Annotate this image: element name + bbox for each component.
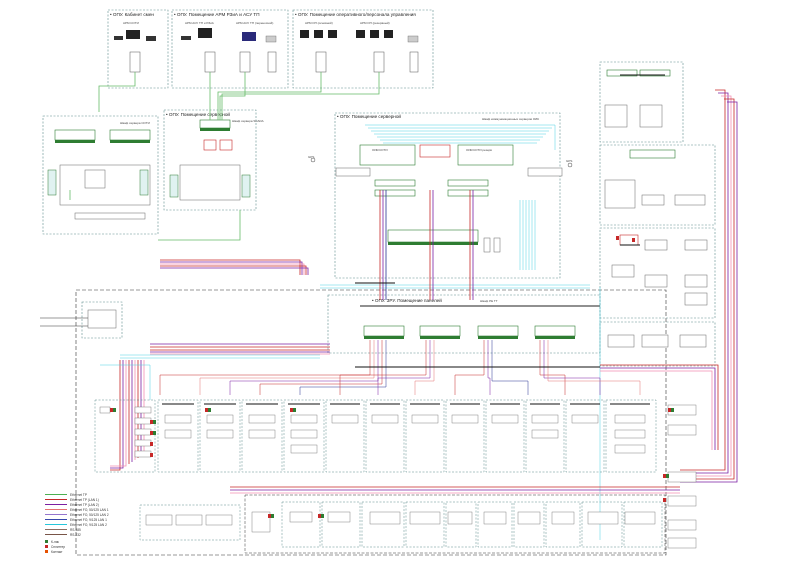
fanout-links — [100, 340, 641, 400]
legend-line-swatch — [45, 499, 67, 500]
zone-top-3: • ОПУ. Помещение оперативного/персонала … — [292, 9, 434, 89]
legend-item: Ethernet TP (LAN 1) — [45, 497, 155, 502]
markers — [110, 236, 674, 518]
server-backup-label: ОИК/СОТИ резерв — [466, 148, 492, 152]
left-cabinet-title: Шкаф сервера СОТИ — [120, 121, 150, 125]
zone-top-2: • ОПУ. Помещение АРМ РЗиА и АСУ ТП АРМ А… — [171, 9, 289, 89]
gps-antenna-icon — [567, 162, 573, 168]
legend-item: Ethernet TP (LAN 2) — [45, 502, 155, 507]
bottom-row-2 — [139, 494, 666, 554]
zru-title: Шкаф РЕ ТТ — [480, 299, 498, 303]
legend-line-swatch — [45, 504, 67, 505]
mid-cabinet-title: Шкаф сервера SCADA — [232, 119, 264, 123]
legend-line-swatch — [45, 514, 67, 515]
server-room-header: • ОПУ. Помещение серверной — [337, 113, 401, 119]
server-room-title: Шкаф коммуникационных серверов ОИК — [482, 117, 539, 121]
legend-marker: Контакт — [45, 549, 155, 554]
right-column — [599, 61, 716, 367]
legend-item-label: RS-232 — [70, 532, 81, 537]
legend-line-swatch — [45, 529, 67, 530]
bus-bars — [355, 74, 665, 368]
server-room: • ОПУ. Помещение серверной Шкаф коммуник… — [308, 112, 573, 279]
legend-line-swatch — [45, 524, 67, 525]
legend-item: Ethernet FO, 9/125 LAN 1 — [45, 517, 155, 522]
server-main-label: ОИК/СОТИ — [372, 148, 388, 152]
zru-panel: • ОПУ. ЗРУ. Помещение панелей Шкаф РЕ ТТ — [327, 294, 601, 354]
legend-item-label: Ethernet TP — [70, 492, 87, 497]
legend-marker: Сплиттер — [45, 544, 155, 549]
legend-line-swatch — [45, 519, 67, 520]
legend-marker-swatch — [45, 540, 48, 543]
legend-item-label: Ethernet FO, 50/125 LAN 1 — [70, 507, 109, 512]
zone-top-2-header: • ОПУ. Помещение АРМ РЗиА и АСУ ТП — [174, 12, 260, 17]
mid-cabinet: • ОПУ. Помещение серверной Шкаф сервера … — [163, 109, 264, 211]
left-switch — [40, 301, 123, 339]
zone-top-3-device2: АРМ ОП (резервный) — [360, 21, 390, 25]
zone-top-2-device1: АРМ АСУ ТП и РЗиА — [185, 21, 214, 25]
legend-item: Ethernet FO, 50/125 LAN 1 — [45, 507, 155, 512]
zru-header: • ОПУ. ЗРУ. Помещение панелей — [372, 297, 442, 303]
legend-item: Ethernet TP — [45, 492, 155, 497]
mid-cabinet-header: • ОПУ. Помещение серверной — [166, 111, 230, 117]
legend-marker: К-лик — [45, 539, 155, 544]
legend-item: Ethernet FO, 9/125 LAN 2 — [45, 522, 155, 527]
legend-item-label: Ethernet FO, 9/125 LAN 2 — [70, 522, 107, 527]
legend-marker-label: К-лик — [51, 539, 59, 544]
tp-links — [69, 72, 380, 241]
legend-line-swatch — [45, 494, 67, 495]
outer-frame — [75, 289, 667, 556]
fo-links-cyan — [120, 124, 601, 540]
gps-right-label: GPS — [566, 159, 572, 163]
legend-item-label: Ethernet FO, 50/125 LAN 2 — [70, 512, 109, 517]
gps-antenna-icon — [310, 157, 316, 163]
gps-left-label: GPS — [308, 155, 314, 159]
legend-line-swatch — [45, 534, 67, 535]
legend-marker-swatch — [45, 550, 48, 553]
zone-top-3-device1: АРМ ОП (основной) — [305, 21, 333, 25]
legend-item: RS-485 — [45, 527, 155, 532]
zone-top-1-header: • ОПУ. Кабинет смен — [110, 12, 154, 17]
legend-item: RS-232 — [45, 532, 155, 537]
zone-top-1: • ОПУ. Кабинет смен АРМ СОТИ — [107, 9, 169, 89]
legend-item-label: Ethernet FO, 9/125 LAN 1 — [70, 517, 107, 522]
legend-marker-swatch — [45, 545, 48, 548]
legend-item-label: RS-485 — [70, 527, 81, 532]
legend-item: Ethernet FO, 50/125 LAN 2 — [45, 512, 155, 517]
bottom-row-1 — [94, 399, 657, 473]
lan-bundles — [110, 89, 738, 494]
left-cabinet: Шкаф сервера СОТИ — [42, 115, 159, 235]
legend-item-label: Ethernet TP (LAN 2) — [70, 502, 99, 507]
zone-top-2-device2: АРМ АСУ ТП (переносной) — [236, 21, 273, 25]
legend-line-swatch — [45, 509, 67, 510]
legend-marker-label: Сплиттер — [51, 544, 66, 549]
legend-item-label: Ethernet TP (LAN 1) — [70, 497, 99, 502]
zone-top-1-device: АРМ СОТИ — [123, 21, 139, 25]
legend-marker-label: Контакт — [51, 549, 63, 554]
zone-top-3-header: • ОПУ. Помещение оперативного/персонала … — [295, 12, 416, 17]
right-small-boxes — [667, 404, 697, 549]
